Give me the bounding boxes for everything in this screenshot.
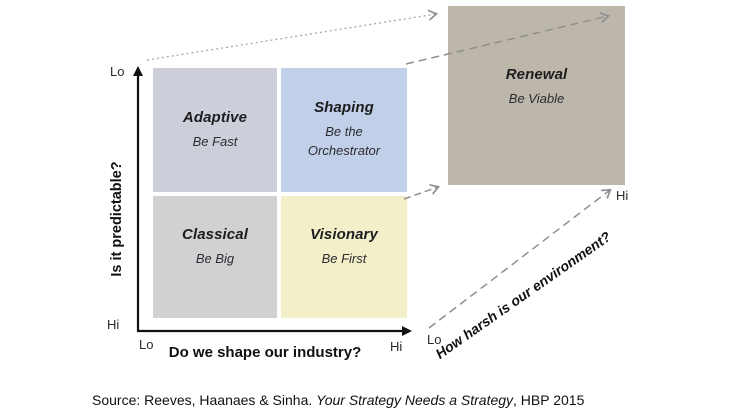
source-citation-suffix: , HBP 2015: [513, 392, 585, 408]
source-citation-prefix: Source: Reeves, Haanaes & Sinha.: [92, 392, 317, 408]
x-axis-tick-hi: Hi: [390, 339, 403, 354]
renewal-tagline: Be Viable: [508, 91, 565, 107]
quadrant-visionary-content: Visionary Be First: [310, 226, 378, 269]
quadrant-adaptive-tagline: Be Fast: [192, 133, 238, 149]
quadrant-classical-title: Classical: [182, 225, 248, 243]
quadrant-classical-tagline: Be Big: [195, 250, 235, 266]
connector-top-left-dotted-arrow: [146, 14, 436, 61]
renewal-title: Renewal: [505, 66, 568, 84]
quadrant-classical-content: Classical Be Big: [182, 226, 248, 269]
quadrant-shaping-content: Shaping Be the Orchestrator: [300, 99, 388, 161]
quadrant-adaptive: Adaptive Be Fast: [153, 68, 277, 192]
connector-middle-right-dashed-arrow: [403, 187, 438, 200]
quadrant-adaptive-content: Adaptive Be Fast: [183, 109, 247, 152]
quadrant-visionary-tagline: Be First: [321, 250, 367, 266]
renewal-box: Renewal Be Viable: [448, 6, 625, 185]
quadrant-shaping-tagline: Be the Orchestrator: [307, 124, 381, 158]
z-axis-tick-lo: Lo: [427, 332, 442, 347]
quadrant-shaping: Shaping Be the Orchestrator: [281, 68, 407, 192]
source-citation: Source: Reeves, Haanaes & Sinha. Your St…: [92, 392, 584, 408]
y-axis-tick-lo: Lo: [110, 64, 125, 79]
quadrant-visionary: Visionary Be First: [281, 196, 407, 318]
y-axis-tick-hi: Hi: [107, 317, 120, 332]
quadrant-visionary-title: Visionary: [310, 225, 378, 243]
source-citation-book-title: Your Strategy Needs a Strategy: [316, 392, 514, 408]
x-axis-title: Do we shape our industry?: [168, 344, 362, 361]
y-axis-title: Is it predictable?: [109, 161, 125, 277]
quadrant-classical: Classical Be Big: [153, 196, 277, 318]
quadrant-shaping-title: Shaping: [314, 99, 374, 117]
z-axis-tick-hi: Hi: [616, 188, 629, 203]
x-axis-tick-lo: Lo: [139, 337, 154, 352]
z-axis-title: How harsh is our environment?: [432, 228, 614, 362]
quadrant-adaptive-title: Adaptive: [182, 108, 248, 126]
renewal-box-content: Renewal Be Viable: [506, 66, 568, 109]
